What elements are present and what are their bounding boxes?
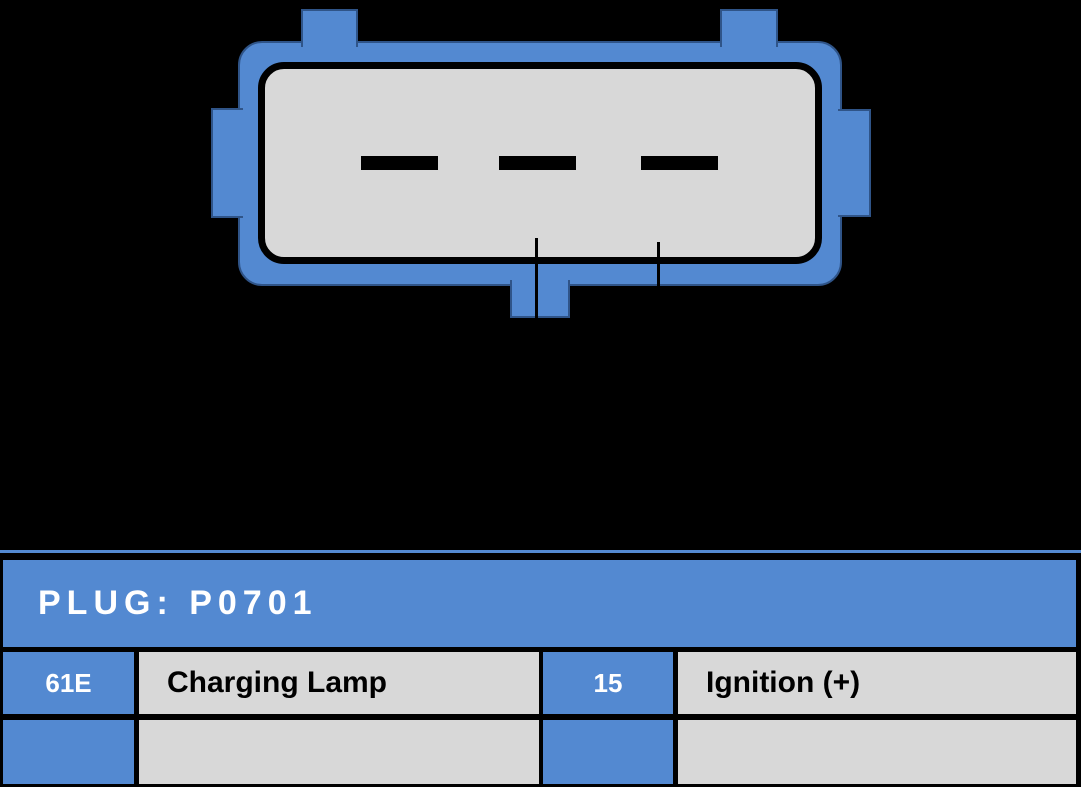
- table-top-border: [0, 550, 1081, 553]
- pin-description-cell: [139, 720, 539, 784]
- table-row: 61E Charging Lamp 15 Ignition (+): [0, 652, 1081, 714]
- pin-2: [499, 156, 576, 170]
- connector-tab-top-left: [301, 9, 358, 47]
- connector-tab-top-right: [720, 9, 778, 47]
- connector-diagram: [0, 0, 1081, 340]
- pin-3-leader-line: [657, 242, 660, 287]
- pin-description-cell: [678, 720, 1076, 784]
- pin-id-cell: 61E: [3, 652, 134, 714]
- pin-3: [641, 156, 718, 170]
- table-header-row: PLUG: P0701: [3, 560, 1076, 647]
- connector-tab-bottom: [510, 280, 570, 318]
- pin-1: [361, 156, 438, 170]
- pin-id-cell: [543, 720, 673, 784]
- pin-id-cell: 15: [543, 652, 673, 714]
- table-row: [0, 720, 1081, 784]
- pin-id-cell: [3, 720, 134, 784]
- plug-table: PLUG: P0701 61E Charging Lamp 15 Ignitio…: [0, 550, 1081, 787]
- plug-title: PLUG: P0701: [38, 584, 318, 622]
- pin-description-cell: Charging Lamp: [139, 652, 539, 714]
- pin-2-leader-line: [535, 238, 538, 318]
- connector-tab-left: [211, 108, 243, 218]
- pin-description-cell: Ignition (+): [678, 652, 1076, 714]
- connector-tab-right: [838, 109, 871, 217]
